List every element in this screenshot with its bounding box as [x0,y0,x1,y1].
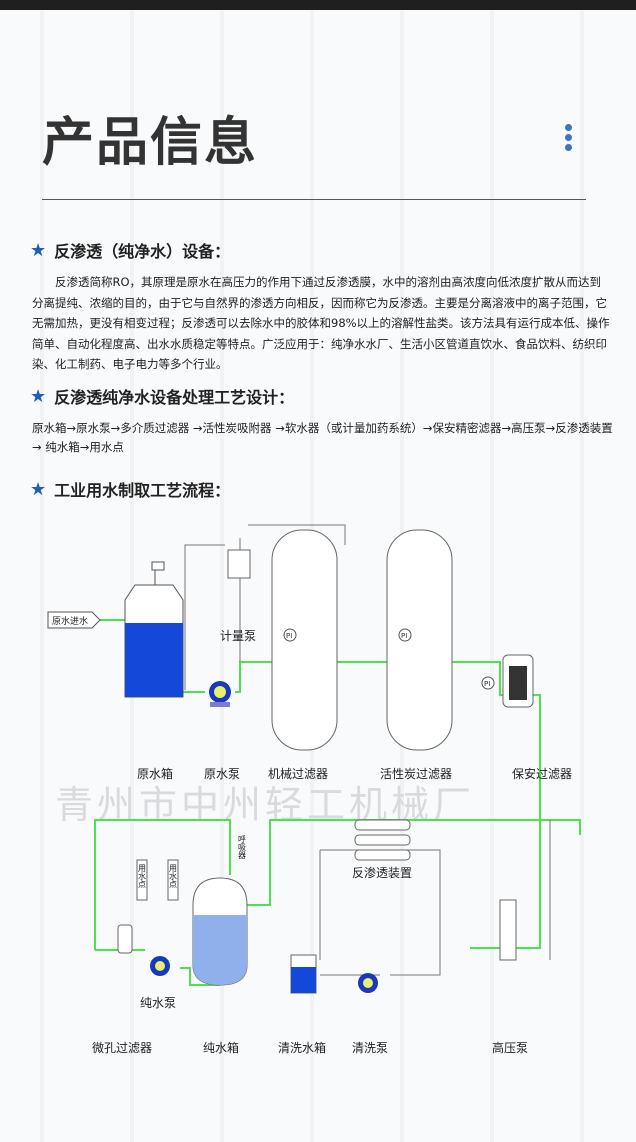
star-icon: ★ [30,239,47,261]
section-heading-industrial: ★ 工业用水制取工艺流程： [30,478,231,501]
cleaning-pump [358,973,378,993]
raw-water-inlet: 原水进水 [47,611,101,629]
high-pressure-pump [499,899,517,961]
svg-text:原水泵: 原水泵 [204,767,240,781]
divider [42,199,586,200]
svg-text:纯水箱: 纯水箱 [203,1040,239,1055]
more-menu-icon[interactable] [565,124,573,154]
svg-text:用水点: 用水点 [138,864,147,889]
bottom-labels: 微孔过滤器 纯水箱 清洗水箱 清洗泵 高压泵 [92,1040,528,1055]
microfilter [117,924,133,954]
svg-text:清洗泵: 清洗泵 [352,1041,388,1055]
top-bar [0,0,636,10]
section-heading-process: ★ 反渗透纯净水设备处理工艺设计： [30,385,295,408]
use-points: 用水点 用水点 [136,859,179,901]
svg-text:原水箱: 原水箱 [137,766,173,781]
ro-description: 反渗透简称RO，其原理是原水在高压力的作用下通过反渗透膜，水中的溶剂由高浓度向低… [32,275,610,371]
svg-text:原水进水: 原水进水 [52,615,88,627]
section-heading-ro: ★ 反渗透（纯净水）设备： [30,239,231,262]
pure-water-tank [192,877,248,986]
svg-text:PI: PI [286,632,292,640]
ro-unit-label: 反渗透装置 [352,865,412,880]
metering-pump-label: 计量泵 [220,629,256,643]
pure-pump-label: 纯水泵 [140,996,176,1010]
pressure-gauges: PI PI PI [283,628,495,690]
svg-text:微孔过滤器: 微孔过滤器 [92,1041,152,1055]
cleaning-tank [290,954,317,994]
raw-water-pump [209,681,231,707]
svg-text:清洗水箱: 清洗水箱 [278,1040,326,1055]
breather-label: 呼吸器 [238,834,247,860]
star-icon: ★ [30,478,47,500]
svg-text:活性炭过滤器: 活性炭过滤器 [380,767,452,781]
pure-water-pump [150,956,170,976]
carbon-filter [386,529,453,751]
star-icon: ★ [30,385,47,407]
page-title: 产品信息 [42,113,259,173]
process-flow: 原水箱→原水泵→多介质过滤器 →活性炭吸附器 →软水器（或计量加药系统）→保安精… [32,421,613,454]
svg-text:PI: PI [484,680,490,688]
metering-tank [227,549,251,579]
svg-text:用水点: 用水点 [169,864,178,889]
mechanical-filter [271,529,338,751]
security-filter [502,654,534,708]
ro-membranes [354,819,411,861]
top-labels: 原水箱 原水泵 机械过滤器 活性炭过滤器 保安过滤器 [137,766,572,781]
svg-text:高压泵: 高压泵 [492,1040,528,1055]
svg-text:机械过滤器: 机械过滤器 [268,766,328,781]
svg-text:保安过滤器: 保安过滤器 [512,766,572,781]
raw-water-tank [124,561,184,698]
svg-text:PI: PI [401,632,407,640]
